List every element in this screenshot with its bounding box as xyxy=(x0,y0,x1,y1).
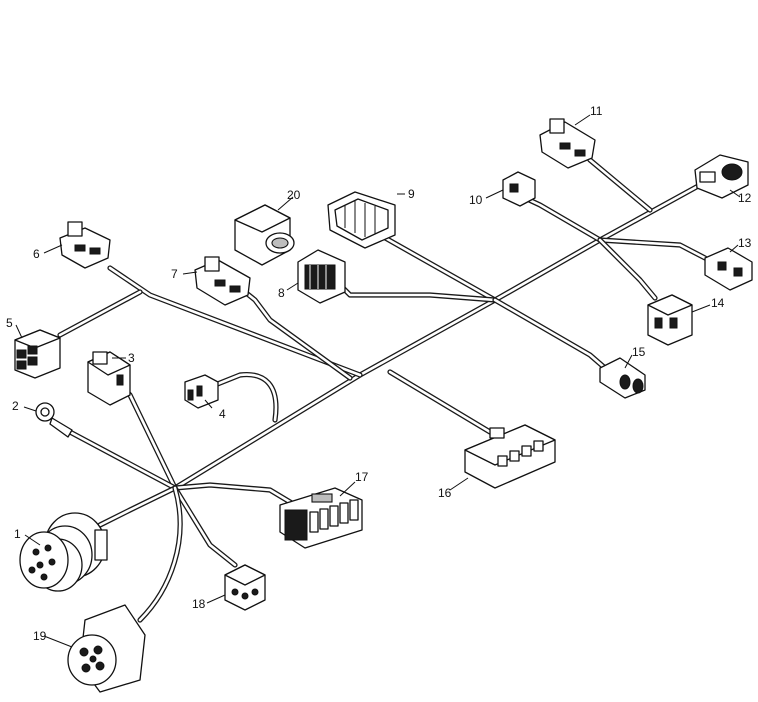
callout-18: 18 xyxy=(192,597,206,611)
callout-19: 19 xyxy=(33,629,47,643)
connector-3 xyxy=(87,351,131,406)
callout-13: 13 xyxy=(738,236,752,250)
callout-2: 2 xyxy=(12,399,19,413)
callout-10: 10 xyxy=(469,193,483,207)
callout-17: 17 xyxy=(355,470,369,484)
connector-11 xyxy=(539,118,596,169)
connector-1 xyxy=(19,512,108,592)
connector-16 xyxy=(464,424,556,489)
callout-15: 15 xyxy=(632,345,646,359)
connector-2 xyxy=(35,402,73,438)
callout-12: 12 xyxy=(738,191,752,205)
connector-18 xyxy=(224,564,266,611)
connector-17 xyxy=(279,487,363,549)
connector-13 xyxy=(704,247,753,291)
callout-labels: 1 2 3 4 5 6 7 8 9 10 11 12 13 14 15 16 1… xyxy=(6,104,752,643)
connector-6 xyxy=(59,221,111,269)
leader-lines xyxy=(15,114,741,648)
connector-19 xyxy=(67,604,146,693)
callout-3: 3 xyxy=(128,351,135,365)
connector-5 xyxy=(14,329,61,379)
callout-8: 8 xyxy=(278,286,285,300)
connector-20 xyxy=(234,204,295,266)
callout-1: 1 xyxy=(14,527,21,541)
branch-18 xyxy=(172,485,238,568)
callout-16: 16 xyxy=(438,486,452,500)
branch-19 xyxy=(137,485,183,623)
callout-11: 11 xyxy=(590,104,603,118)
connector-7 xyxy=(194,256,251,306)
harness-wires xyxy=(57,149,708,623)
callout-20: 20 xyxy=(287,188,301,202)
callout-7: 7 xyxy=(171,267,178,281)
callout-6: 6 xyxy=(33,247,40,261)
callout-5: 5 xyxy=(6,316,13,330)
callout-14: 14 xyxy=(711,296,725,310)
callout-9: 9 xyxy=(408,187,415,201)
connector-12 xyxy=(694,154,749,199)
connector-15 xyxy=(599,357,646,399)
connector-9 xyxy=(327,191,396,249)
connector-4 xyxy=(184,374,219,409)
callout-4: 4 xyxy=(219,407,226,421)
connector-10 xyxy=(502,171,536,207)
connector-8 xyxy=(297,249,346,304)
connector-14 xyxy=(647,294,693,346)
